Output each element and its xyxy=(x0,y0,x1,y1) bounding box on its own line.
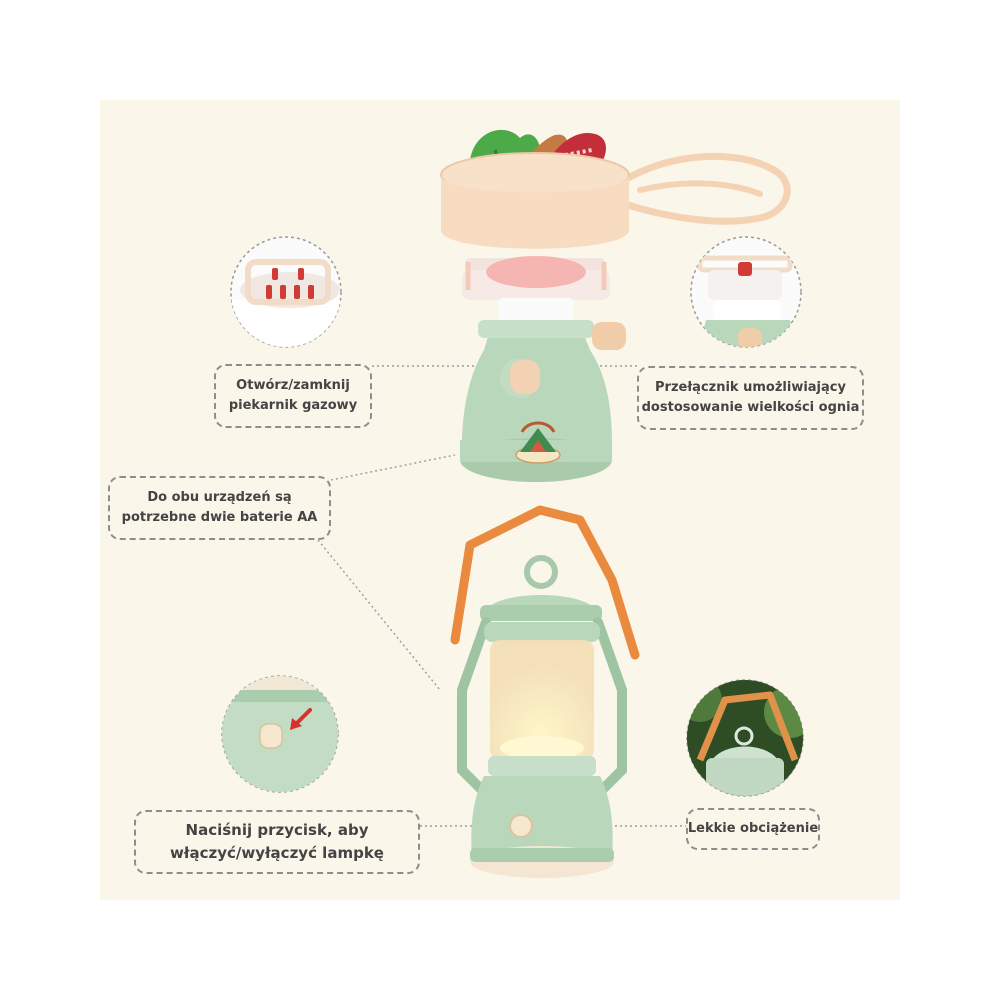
callout-batteries-line1: Do obu urządzeń są xyxy=(147,489,292,505)
callout-lamp-button-line1: Naciśnij przycisk, aby xyxy=(185,820,369,839)
callout-batteries-line2: potrzebne dwie baterie AA xyxy=(121,510,318,525)
callout-lamp-button: Naciśnij przycisk, aby włączyć/wyłączyć … xyxy=(134,810,420,874)
detail-lamp-button xyxy=(259,723,283,749)
callout-flame-switch: Przełącznik umożliwiający dostosowanie w… xyxy=(637,366,864,430)
emblem xyxy=(515,421,561,464)
callout-light-weight: Lekkie obciążenie xyxy=(686,808,820,850)
oven-knob xyxy=(510,360,540,394)
callout-flame-switch-line2: dostosowanie wielkości ognia xyxy=(641,400,860,415)
lantern-glass xyxy=(490,640,594,760)
detail-switch-closeup xyxy=(690,236,802,348)
pot-body xyxy=(441,175,629,249)
detail-burner-closeup xyxy=(230,236,342,348)
detail-button-closeup xyxy=(221,675,339,793)
callout-gas-oven-line1: Otwórz/zamknij xyxy=(236,377,350,393)
lantern-base xyxy=(471,776,613,855)
camping-stove xyxy=(440,129,791,482)
detail-lightweight-closeup xyxy=(686,679,804,797)
callout-lamp-button-line2: włączyć/wyłączyć lampkę xyxy=(170,844,384,862)
hanging-ring xyxy=(524,555,558,589)
callout-gas-oven-line2: piekarnik gazowy xyxy=(228,398,358,413)
callout-gas-oven: Otwórz/zamknij piekarnik gazowy xyxy=(214,364,372,428)
camping-lantern xyxy=(450,505,640,878)
pot-handle xyxy=(624,152,791,225)
lamp-button xyxy=(509,814,533,838)
callout-batteries: Do obu urządzeń są potrzebne dwie bateri… xyxy=(108,476,331,540)
callout-flame-switch-line1: Przełącznik umożliwiający xyxy=(655,379,846,395)
lantern-handle xyxy=(450,505,640,660)
callout-light-weight-line1: Lekkie obciążenie xyxy=(687,820,819,836)
